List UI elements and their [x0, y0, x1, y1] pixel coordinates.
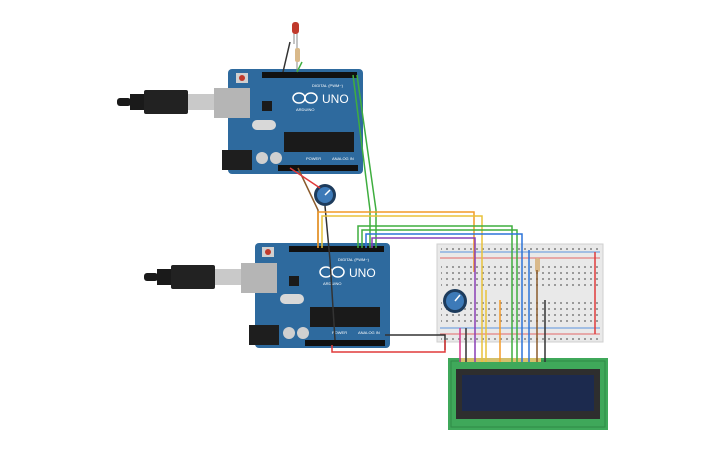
arduino-bottom[interactable]: UNO ARDUINO DIGITAL (PWM~) POWER ANALOG …: [144, 243, 390, 348]
resistor-breadboard[interactable]: [535, 258, 540, 272]
usb-cable-top[interactable]: [117, 90, 214, 114]
potentiometer-breadboard[interactable]: [443, 289, 467, 313]
svg-text:POWER: POWER: [332, 330, 347, 335]
digital-header: [289, 246, 384, 252]
usb-port: [241, 263, 277, 293]
usb-cable-bottom[interactable]: [144, 265, 241, 289]
lcd-screen: [462, 375, 594, 411]
power-jack: [222, 150, 252, 170]
usb-port: [214, 88, 250, 118]
arduino-top[interactable]: UNO ARDUINO DIGITAL (PWM~) POWER ANALOG …: [117, 69, 363, 174]
svg-text:ARDUINO: ARDUINO: [323, 281, 341, 286]
breadboard[interactable]: [436, 243, 604, 343]
svg-text:UNO: UNO: [349, 266, 376, 280]
led[interactable]: [292, 22, 299, 44]
lcd-16x2[interactable]: [448, 358, 608, 430]
svg-text:DIGITAL (PWM~): DIGITAL (PWM~): [312, 83, 344, 88]
svg-text:DIGITAL (PWM~): DIGITAL (PWM~): [338, 257, 370, 262]
atmega-chip: [310, 307, 380, 327]
svg-text:POWER: POWER: [306, 156, 321, 161]
uno-logo: UNO ARDUINO: [319, 266, 376, 286]
svg-text:UNO: UNO: [322, 92, 349, 106]
potentiometer-top[interactable]: [314, 184, 336, 206]
wires: [282, 41, 596, 362]
svg-text:ANALOG IN: ANALOG IN: [358, 330, 380, 335]
svg-text:ARDUINO: ARDUINO: [296, 107, 314, 112]
atmega-chip: [284, 132, 354, 152]
svg-text:ANALOG IN: ANALOG IN: [332, 156, 354, 161]
lcd-pins: [461, 358, 541, 362]
uno-logo: UNO ARDUINO: [292, 92, 349, 112]
power-analog-header: [278, 165, 358, 171]
power-jack: [249, 325, 279, 345]
power-analog-header: [305, 340, 385, 346]
digital-header: [262, 72, 357, 78]
